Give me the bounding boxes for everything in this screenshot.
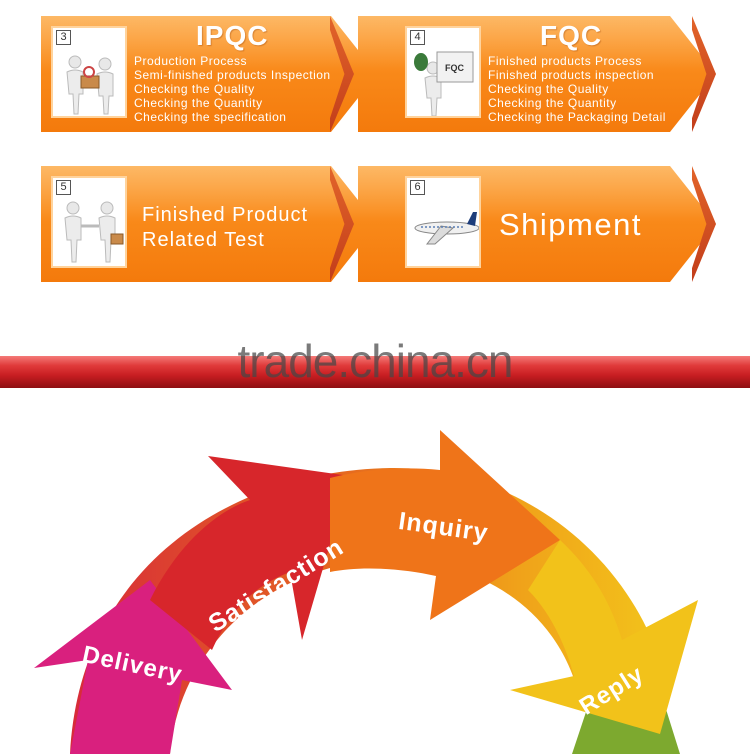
step-test-thumbnail: 5 [51, 176, 127, 268]
airplane-icon [414, 212, 479, 245]
step-ipqc-details: Production Process Semi-finished product… [134, 54, 331, 124]
test-label-line: Related Test [142, 229, 265, 251]
step-fqc-thumbnail: 4 FQC [405, 26, 481, 118]
step-ipqc-title: IPQC [196, 20, 269, 51]
detail-line: Checking the Packaging Detail [488, 110, 666, 124]
fqc-badge-text: FQC [445, 63, 464, 73]
delivery-arrow [34, 580, 232, 754]
reply-arrow [510, 540, 698, 734]
detail-line: Checking the Quantity [134, 96, 263, 110]
step-number: 4 [410, 30, 425, 45]
handshake-icon [64, 201, 124, 263]
step-number: 3 [56, 30, 71, 45]
detail-line: Checking the Quality [134, 82, 255, 96]
step-ipqc-thumbnail: 3 [51, 26, 127, 118]
detail-line: Checking the Quality [488, 82, 609, 96]
detail-line: Semi-finished products Inspection [134, 68, 331, 82]
detail-line: Finished products inspection [488, 68, 655, 82]
step-test-label: Finished Product Related Test [142, 203, 308, 253]
detail-line: Checking the Quantity [488, 96, 617, 110]
inquiry-arrow [330, 430, 560, 620]
detail-line: Finished products Process [488, 54, 642, 68]
step-number: 6 [410, 180, 425, 195]
detail-line: Production Process [134, 54, 248, 68]
step-number: 5 [56, 180, 71, 195]
satisfaction-arrow [150, 456, 350, 650]
inspectors-icon [66, 55, 114, 115]
watermark-text: trade.china.cn [237, 335, 514, 387]
test-label-line: Finished Product [142, 204, 309, 226]
detail-line: Checking the specification [134, 110, 287, 124]
step-shipment-thumbnail: 6 [405, 176, 481, 268]
step-shipment-label: Shipment [499, 207, 642, 242]
step-fqc-title: FQC [540, 20, 603, 51]
service-cycle-diagram: Delivery Satisfaction Inquiry Reply [34, 430, 698, 754]
section-divider-banner [0, 356, 750, 388]
step-fqc-details: Finished products Process Finished produ… [488, 54, 666, 124]
box-carrier-icon: FQC [414, 51, 474, 116]
